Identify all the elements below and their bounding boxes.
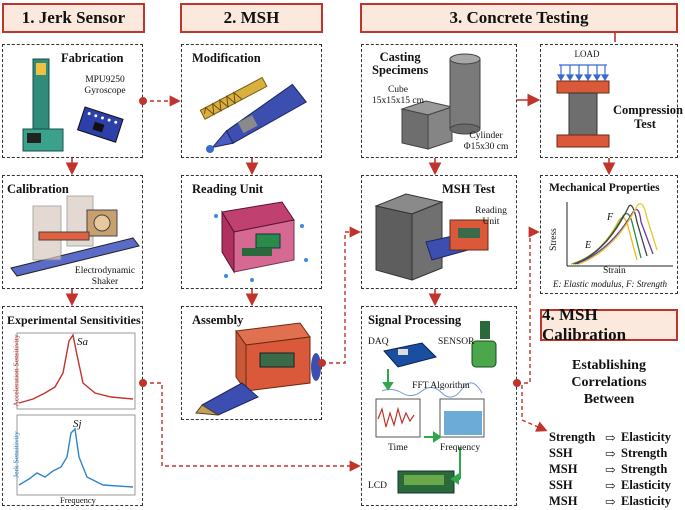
corr-row-5-left: MSH <box>549 494 578 508</box>
sensitivities-title: Experimental Sensitivities <box>7 313 141 327</box>
assembly-panel: Assembly <box>181 306 322 420</box>
fabrication-title: Fabrication <box>61 51 124 65</box>
calibration-title: Calibration <box>7 182 69 196</box>
correlations-heading: Establishing Correlations Between <box>571 358 647 407</box>
msh-reading-unit-label: Reading Unit <box>475 206 507 227</box>
corr-row-1-arrow: ⇨ <box>605 431 616 445</box>
sensitivities-panel: Experimental Sensitivities Sa Sj Acceler… <box>2 306 143 506</box>
arrow-signal-to-calibration <box>517 226 540 384</box>
correlation-list: Strength ⇨ Elasticity SSH ⇨ Strength MSH… <box>549 430 679 510</box>
msh-test-panel: MSH Test Reading Unit <box>361 175 517 289</box>
sj-series-label: Sj <box>73 418 82 430</box>
frequency-label: Frequency <box>440 443 481 453</box>
lcd-label: LCD <box>368 481 387 491</box>
corr-row-1-left: Strength <box>549 430 596 444</box>
signal-processing-illustration <box>375 321 497 494</box>
corr-row-2-left: SSH <box>549 446 573 460</box>
reading-unit-illustration <box>214 201 308 282</box>
assembled-hammer-illustration <box>195 322 321 416</box>
daq-label: DAQ <box>368 337 389 347</box>
signal-processing-panel: Signal Processing DAQ SENSOR FFT Algorit… <box>361 306 517 506</box>
time-label: Time <box>388 443 408 453</box>
corr-row-3-arrow: ⇨ <box>605 463 616 477</box>
corr-row-2-arrow: ⇨ <box>605 447 616 461</box>
sa-series-label: Sa <box>77 336 88 348</box>
mechanical-properties-panel: Mechanical Properties Stress Strain F E … <box>540 175 678 294</box>
calibration-panel: Calibration Electrodynamic Shaker <box>2 175 143 289</box>
load-label: LOAD <box>574 49 600 59</box>
corr-row-5-arrow: ⇨ <box>605 495 616 509</box>
header-msh-calibration: 4. MSH Calibration <box>540 305 678 344</box>
signal-title: Signal Processing <box>368 313 462 327</box>
compression-title: Compression Test <box>613 103 683 131</box>
corr-row-4-right: Elasticity <box>621 478 671 492</box>
corr-row-3-right: Strength <box>621 462 668 476</box>
hammer-exploded-illustration <box>199 76 308 153</box>
acceleration-sensitivity-line <box>18 333 134 404</box>
cube-label: Cube 15x15x15 cm <box>372 85 424 106</box>
corr-row-4-arrow: ⇨ <box>605 479 616 493</box>
mechanical-caption: E: Elastic modulus, F: Strength <box>553 279 667 289</box>
msh-test-illustration <box>374 193 489 281</box>
corr-row-5-right: Elasticity <box>621 494 671 508</box>
strain-xlabel: Strain <box>603 266 626 276</box>
casting-title: Casting Specimens <box>372 50 429 77</box>
gyroscope-label: MPU9250 Gyroscope <box>84 75 126 96</box>
compression-test-panel: LOAD Compression Test <box>540 44 683 158</box>
arrow-assembly-msh-test <box>322 226 361 364</box>
fft-label: FFT Algorithm <box>412 381 470 391</box>
specimens-illustration <box>400 53 481 150</box>
corr-row-4-left: SSH <box>549 478 573 492</box>
header-msh: 2. MSH <box>180 3 323 33</box>
f-marker: F <box>607 212 614 223</box>
sensitivity-charts <box>16 332 136 496</box>
mechanical-title: Mechanical Properties <box>549 182 660 194</box>
cylinder-label: Cylinder Φ15x30 cm <box>463 131 509 152</box>
msh-test-title: MSH Test <box>442 182 496 196</box>
compression-illustration <box>556 64 610 148</box>
shaker-illustration <box>10 195 140 277</box>
modification-panel: Modification <box>181 44 322 158</box>
jerk-sensitivity-line <box>18 427 134 488</box>
modification-title: Modification <box>192 51 261 65</box>
jerk-ylabel: Jerk Sensitivity <box>11 431 21 478</box>
corr-row-2-right: Strength <box>621 446 668 460</box>
reading-unit-title: Reading Unit <box>192 182 264 196</box>
e-marker: E <box>585 240 592 251</box>
header-concrete-testing: 3. Concrete Testing <box>360 3 678 33</box>
casting-specimens-panel: Casting Specimens Cube 15x15x15 cm Cylin… <box>361 44 517 158</box>
corr-row-1-right: Elasticity <box>621 430 671 444</box>
stress-strain-chart <box>566 202 673 267</box>
frequency-xlabel: Frequency <box>60 495 96 505</box>
shaker-label: Electrodynamic Shaker <box>74 266 136 287</box>
sensor-label: SENSOR <box>438 337 475 347</box>
stress-ylabel: Stress <box>548 228 559 251</box>
fabrication-panel: Fabrication MPU9250 Gyroscope <box>2 44 143 158</box>
reading-unit-panel: Reading Unit <box>181 175 322 289</box>
cylinder-specimen <box>449 58 481 130</box>
header-jerk-sensor: 1. Jerk Sensor <box>2 3 145 33</box>
corr-row-3-left: MSH <box>549 462 578 476</box>
gyroscope-illustration <box>22 58 124 152</box>
assembly-title: Assembly <box>192 313 244 327</box>
